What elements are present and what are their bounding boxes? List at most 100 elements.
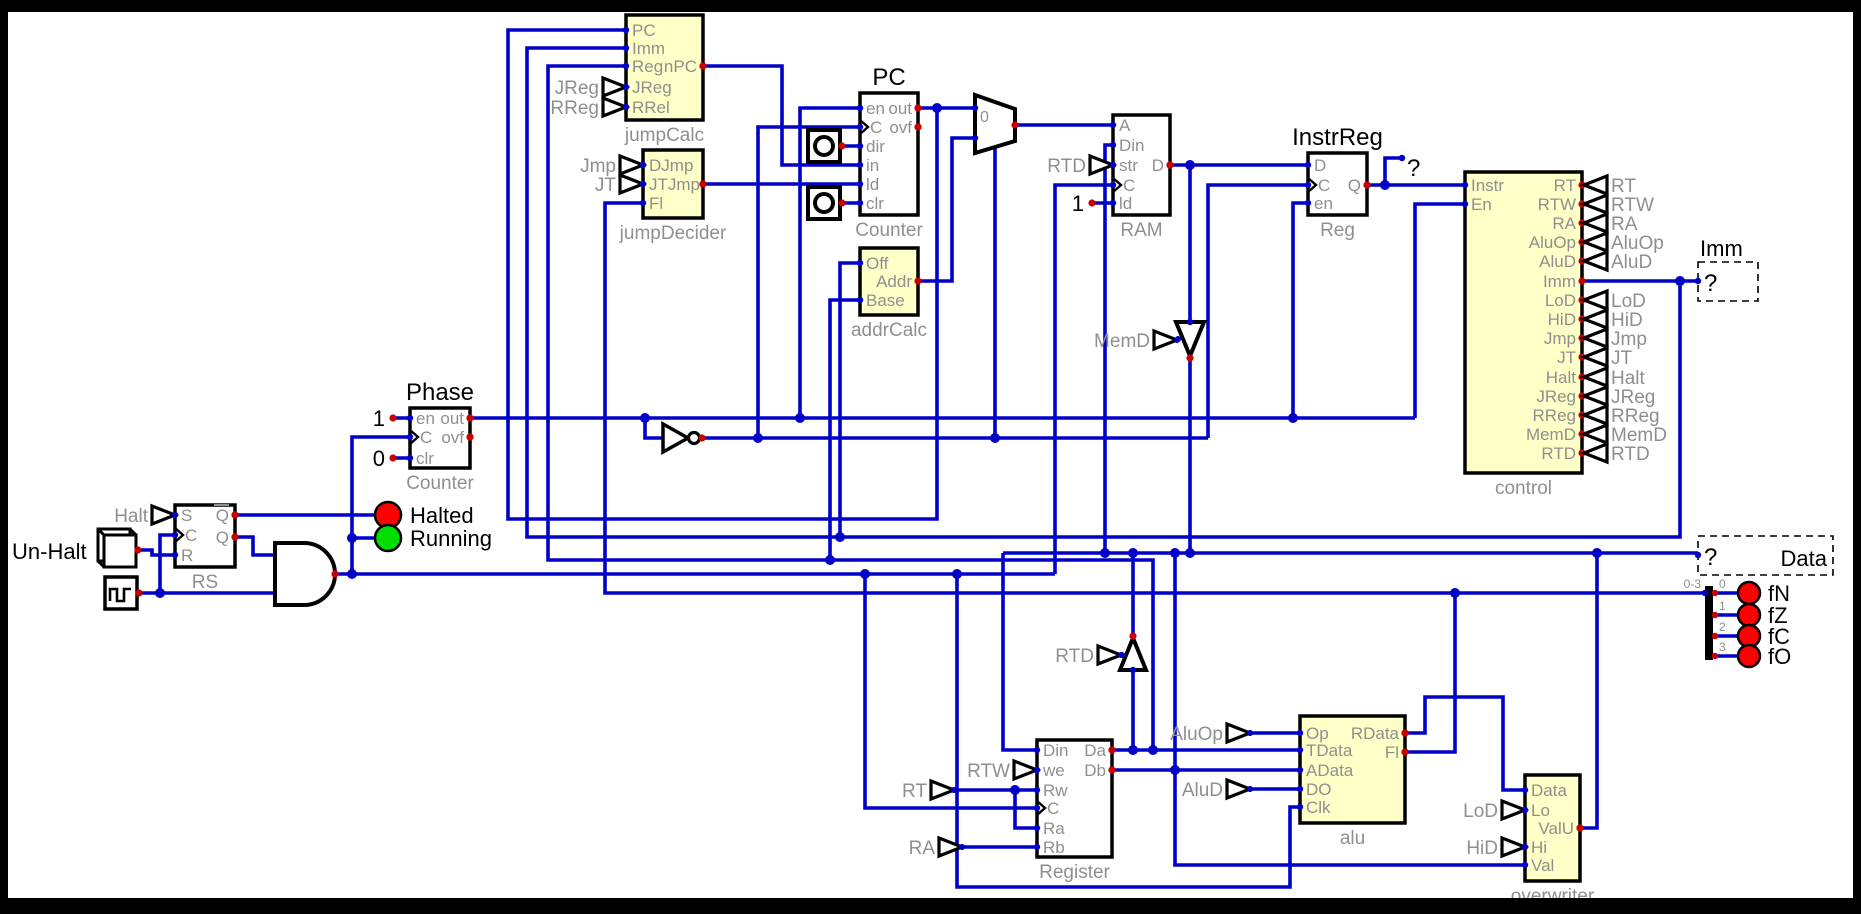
component-label: RAM [1120,220,1162,241]
input-pin-dot [1304,181,1312,189]
component-control: controlInstrEnRTRTWRAAluOpAluDImmLoDHiDJ… [1461,170,1586,499]
multiplexer: 0 [971,92,1019,156]
tunnel-label: MemD [1611,425,1667,446]
component-label: addrCalc [851,320,927,341]
tunnel-icon [929,778,959,802]
input-pin-dot [856,123,864,131]
wire [1580,553,1599,830]
wire-junction [1128,548,1138,558]
pin-label: str [1119,156,1138,175]
tunnel-dot [1110,162,1116,168]
tunnel-dot [1522,807,1528,813]
wire-junction [825,555,835,565]
data-probe: ?Data [1694,535,1834,576]
pin-label: En [1471,195,1492,214]
tunnel-dot [623,84,629,90]
wire-junction [932,103,942,113]
component-body [1463,170,1584,475]
pin-label: Db [1084,761,1106,780]
frame-left [0,0,8,914]
wire-junction [1185,160,1195,170]
splitter-pin-label: 1 [1719,599,1726,613]
rtd-driver [1117,632,1149,674]
input-pin-dot [1247,730,1253,736]
wire [158,533,175,593]
input-pin-dot [622,62,630,70]
wire-junction [1380,180,1390,190]
pin-label: dir [866,137,885,156]
tunnel-icon [1500,835,1530,859]
unhalt-label: Un-Halt [12,539,87,564]
pin-label: Hi [1531,838,1547,857]
pin-label: D [1152,156,1164,175]
clock-wedge-icon [1112,177,1123,193]
wire-junction [1675,276,1685,286]
pin-label: DJmp [649,156,693,175]
pin-label: ValU [1538,819,1574,838]
not-gate [661,421,706,455]
pin-label: RData [1351,724,1400,743]
component-label: control [1495,478,1552,499]
wire [863,574,1037,810]
wire [1405,593,1457,754]
tunnel-jt: JT [595,172,648,196]
input-pin-dot [1399,155,1405,161]
clock-input[interactable] [103,575,143,611]
wire-junction [1128,745,1138,755]
push-button-0[interactable] [806,128,846,164]
tunnel-icon [1579,403,1609,427]
wire-junction [1288,413,1298,423]
wire-junction [1592,548,1602,558]
output-pin-dot [914,277,922,285]
pin-label: JTJmp [649,175,700,194]
tunnel-label: JReg [1611,387,1655,408]
wire-junction [860,569,870,579]
tunnel-icon [1225,721,1255,745]
tunnel-icon [1579,441,1609,465]
input-pin-dot [406,414,414,422]
pin-label: Q [1348,176,1361,195]
input-pin-dot [1109,199,1117,207]
led-icon [1736,580,1762,606]
input-pin-dot [1461,200,1469,208]
tunnel-halt: Halt [1579,365,1646,389]
clock-wedge-icon [409,429,420,445]
output-pin-dot [466,433,474,441]
pin-label: JT [1557,348,1576,367]
tunnel-label: Jmp [1611,329,1647,350]
tunnel-label: MemD [1094,331,1150,352]
pin-label: AluD [1539,252,1576,271]
pin-label: Halt [1546,368,1577,387]
pin-label: R [181,546,193,565]
pin-label: Instr [1471,176,1504,195]
wire-junction [835,532,845,542]
probe-label: Data [1781,546,1828,571]
pin-label: JReg [1536,387,1576,406]
tunnel-icon [1579,192,1609,216]
component-label: RS [192,572,218,593]
input-pin-dot [951,787,957,793]
wire [546,64,1155,750]
wire-junction [753,433,763,443]
input-pin-dot [1109,181,1117,189]
tunnel-icon [1096,643,1126,667]
wire [1173,553,1525,867]
tunnel-jt: JT [1579,345,1633,369]
input-pin-dot [1304,161,1312,169]
constant-1: 1 [1072,191,1096,216]
output-pin-dot [231,511,239,519]
splitter-pin-label: 3 [1719,640,1726,654]
pin-label: MemD [1526,425,1576,444]
tunnel-icon [150,503,180,527]
tunnel-label: LoD [1611,291,1646,312]
tunnel-icon [1579,307,1609,331]
pin-label: Op [1306,724,1329,743]
wire [1206,183,1308,438]
wire-junction [1185,548,1195,558]
output-pin-dot [1401,748,1409,756]
unhalt-button[interactable]: Un-Halt [12,527,142,569]
push-button-1[interactable] [806,185,846,221]
